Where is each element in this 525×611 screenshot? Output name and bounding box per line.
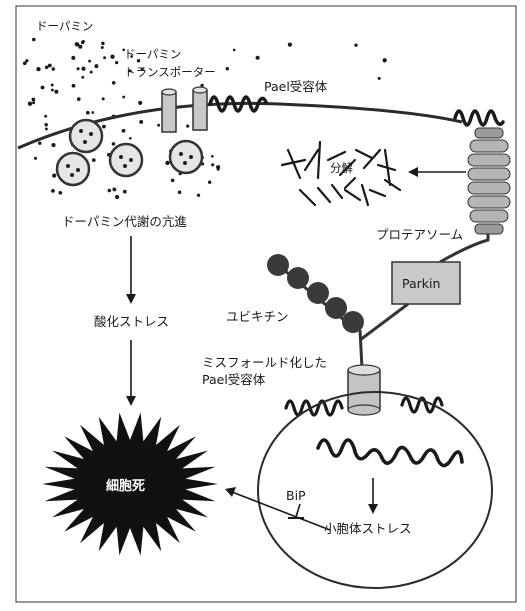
dopamine-dot	[78, 45, 82, 49]
dopamine-dot	[32, 98, 36, 102]
dopamine-dot	[51, 89, 54, 92]
dopamine-dot	[157, 124, 160, 127]
dopamine-dot	[94, 64, 98, 68]
dopamine-dot	[51, 189, 55, 193]
label-bip: BiP	[286, 488, 306, 503]
vesicle	[70, 120, 102, 152]
dopamine-dot	[86, 111, 90, 115]
label-er-stress: 小胞体ストレス	[324, 521, 412, 536]
vesicle	[57, 153, 89, 185]
dopamine-dot	[91, 111, 94, 114]
dopamine-dot	[81, 76, 84, 79]
dopamine-dot	[81, 41, 84, 44]
dopamine-dot	[34, 157, 37, 160]
dopamine-dot	[77, 97, 81, 101]
label-misfolded-line1: ミスフォールド化した	[202, 355, 327, 370]
dopamine-dot	[75, 42, 79, 46]
dopamine-dot	[138, 101, 142, 105]
label-dopamine: ドーパミン	[36, 19, 93, 33]
dopamine-dot	[71, 56, 75, 60]
dopamine-dot	[165, 161, 169, 165]
label-transporter-line2: トランスポーター	[124, 65, 216, 79]
dopamine-dot	[383, 58, 387, 62]
dopamine-dot	[41, 86, 45, 90]
dopamine-dot	[48, 64, 52, 68]
dopamine-dot	[32, 38, 36, 42]
label-parkin: Parkin	[402, 276, 440, 291]
label-proteasome: プロテアソーム	[376, 227, 463, 242]
dopamine-dot	[101, 46, 104, 49]
dopamine-dot	[112, 187, 116, 191]
dopamine-dot	[38, 141, 41, 144]
dopamine-dot	[122, 96, 125, 99]
dopamine-dot	[58, 191, 62, 195]
vesicle	[110, 144, 142, 176]
dopamine-dot	[44, 115, 47, 118]
dopamine-dot	[354, 44, 357, 47]
dopamine-dot	[178, 191, 182, 195]
channel-stem	[360, 330, 362, 368]
dopamine-dot	[115, 61, 118, 64]
dopamine-dot	[36, 67, 40, 71]
dopamine-dot	[90, 71, 93, 74]
dopamine-dot	[171, 179, 175, 183]
dopamine-dot	[102, 125, 106, 129]
dopamine-dot	[211, 155, 214, 158]
label-dopamine-metabolism: ドーパミン代謝の亢進	[62, 214, 187, 229]
dopamine-dot	[288, 43, 292, 47]
label-degradation: 分解	[330, 161, 353, 175]
dopamine-dot	[101, 42, 105, 46]
dopamine-dot	[54, 90, 58, 94]
dopamine-dot	[208, 181, 211, 184]
dopamine-dot	[110, 55, 114, 59]
dopamine-dot	[102, 97, 105, 100]
dopamine-dot	[45, 127, 48, 130]
dopamine-dot	[32, 101, 35, 104]
dopamine-dot	[44, 123, 47, 126]
dopamine-dot	[52, 174, 56, 178]
label-misfolded-line2: Pael受容体	[202, 372, 266, 387]
dopamine-dot	[77, 67, 80, 70]
dopamine-dot	[112, 81, 116, 85]
dopamine-dot	[81, 67, 85, 71]
dopamine-dot	[28, 102, 32, 106]
dopamine-dot	[107, 189, 111, 193]
dopamine-dot	[115, 195, 119, 199]
dopamine-dot	[23, 61, 27, 65]
dopamine-dot	[112, 142, 116, 146]
dopamine-dot	[129, 137, 132, 140]
dopamine-dot	[122, 129, 126, 133]
dopamine-dot	[88, 60, 91, 63]
label-oxidative-stress: 酸化ストレス	[94, 314, 169, 329]
er-channel	[348, 365, 380, 415]
dopamine-dot	[51, 143, 55, 147]
label-pael-receptor: Pael受容体	[264, 79, 328, 94]
vesicle	[170, 141, 202, 173]
dopamine-dot	[103, 56, 106, 59]
dopamine-dot	[226, 67, 229, 70]
dopamine-dot	[378, 77, 381, 80]
dopamine-dot	[256, 56, 260, 60]
label-transporter-line1: ドーパミン	[124, 47, 181, 61]
dopamine-dot	[72, 84, 76, 88]
label-cell-death: 細胞死	[106, 478, 145, 494]
dopamine-dot	[92, 158, 96, 162]
dopamine-dot	[197, 194, 200, 197]
label-ubiquitin: ユビキチン	[226, 309, 289, 324]
dopamine-dot	[123, 190, 127, 194]
dopamine-dot	[217, 168, 220, 171]
dopamine-dot	[233, 49, 236, 52]
dopamine-dot	[139, 120, 143, 124]
dopamine-dot	[52, 67, 56, 71]
dopamine-dot	[211, 163, 214, 166]
dopamine-dot	[51, 84, 54, 87]
dopamine-dot	[186, 124, 189, 127]
